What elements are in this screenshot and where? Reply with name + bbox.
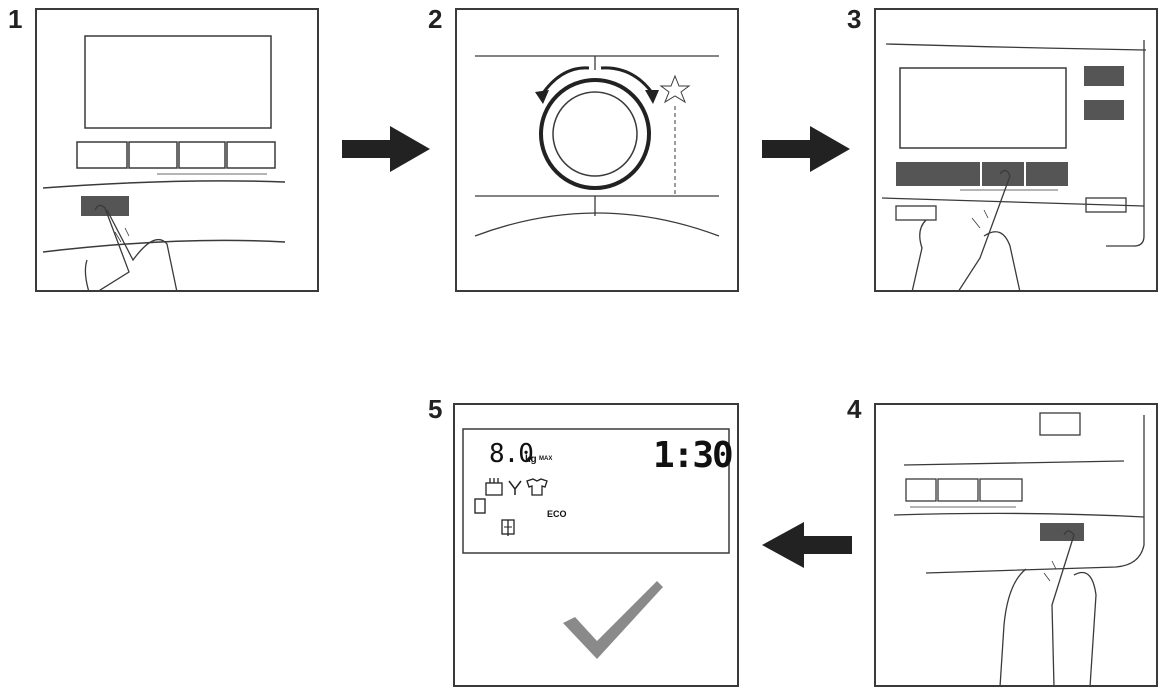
step-number-2: 2 (428, 4, 443, 34)
step-2-panel (455, 8, 739, 292)
shirt-icon (526, 478, 548, 496)
eco-indicator: ECO (547, 509, 567, 519)
program-knob (539, 78, 651, 190)
step-number-5: 5 (428, 394, 443, 424)
step-2-illustration (474, 55, 720, 237)
time-remaining: 1:30 (653, 435, 734, 476)
start-button-pressed (81, 196, 129, 216)
step-4-illustration (893, 412, 1145, 685)
step-5-illustration (462, 428, 730, 554)
door-lock-icon (501, 519, 515, 536)
hand-icon (1051, 530, 1075, 685)
step-1-illustration (42, 35, 286, 290)
step-4-panel (874, 403, 1158, 687)
hand-icon (94, 204, 130, 290)
step-number-1: 1 (8, 4, 23, 34)
spin-icon (508, 480, 522, 495)
arrow-left-icon (762, 522, 852, 568)
arrow-right-icon (342, 126, 430, 172)
step-3-panel (874, 8, 1158, 292)
load-unit: kg (525, 454, 537, 465)
hand-icon (958, 169, 1011, 290)
checkmark-icon (563, 581, 663, 659)
load-suffix: MAX (539, 456, 553, 462)
step-1-panel (35, 8, 319, 292)
start-button-pressed (1040, 523, 1084, 541)
step-number-4: 4 (847, 394, 862, 424)
cycle-icons (485, 478, 548, 496)
lcd-display (462, 428, 730, 554)
arrow-right-icon (762, 126, 850, 172)
step-5-panel: 8.0 kg MAX 1:30 ECO (453, 403, 739, 687)
steam-icon (485, 478, 503, 496)
step-3-illustration (881, 40, 1147, 290)
load-capacity: 8.0 (489, 439, 534, 469)
star-icon (659, 74, 691, 104)
rotate-right-arrow-icon (600, 66, 655, 95)
step-number-3: 3 (847, 4, 862, 34)
